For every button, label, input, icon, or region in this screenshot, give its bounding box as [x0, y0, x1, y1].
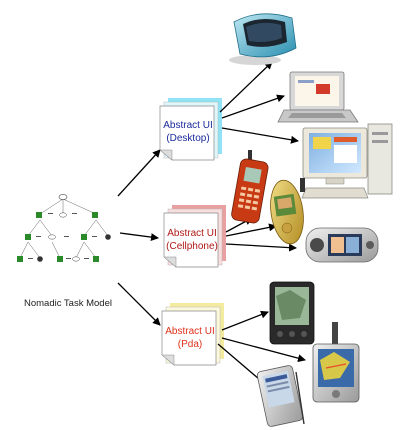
arrow-to-cellphone	[119, 232, 159, 242]
palm-pda-icon	[269, 281, 315, 345]
tree-edges	[19, 198, 109, 259]
task-node	[57, 256, 63, 262]
task-node	[59, 212, 67, 218]
task-node	[36, 212, 42, 218]
abstract-ui-subtitle: (Desktop)	[166, 133, 209, 144]
arrow-to-laptop	[221, 94, 285, 119]
doc-front-sheet	[163, 212, 219, 268]
doc-folded-corner	[159, 149, 173, 161]
task-node	[25, 234, 31, 240]
desktop-pc-icon	[300, 123, 393, 199]
task-node	[48, 234, 56, 240]
task-node	[81, 234, 87, 240]
arrow-to-palm	[221, 310, 269, 331]
gps-pda-icon	[312, 322, 360, 403]
task-model-caption: Nomadic Task Model	[24, 298, 112, 309]
doc-folded-corner	[161, 354, 175, 366]
arrow-to-gold-phone	[225, 223, 277, 237]
arrow-to-gps-pda	[221, 337, 306, 363]
task-node	[17, 256, 23, 262]
task-node	[92, 212, 98, 218]
arrow-to-pda	[117, 282, 161, 326]
pocket-pc-icon	[256, 365, 305, 427]
user-task-node	[37, 256, 43, 262]
cellphone-gold-icon	[270, 179, 304, 245]
task-node	[93, 256, 99, 262]
abstract-ui-desktop: Abstract UI (Desktop)	[159, 98, 222, 161]
root-task-node	[58, 194, 68, 200]
phone-wide-icon	[305, 227, 379, 263]
arrow-to-desktop	[117, 149, 161, 197]
tree-operators	[28, 213, 97, 259]
doc-front-sheet	[161, 310, 217, 366]
arrow-to-imac	[219, 61, 273, 113]
abstract-ui-title: Abstract UI	[165, 326, 214, 337]
doc-folded-corner	[163, 256, 177, 268]
abstract-ui-title: Abstract UI	[163, 120, 212, 131]
arrow-to-wide-phone	[225, 243, 297, 252]
task-model-tree	[17, 194, 111, 262]
task-node	[72, 256, 80, 262]
abstract-ui-subtitle: (Pda)	[178, 339, 202, 350]
abstract-ui-pda: Abstract UI (Pda)	[161, 303, 224, 366]
cellphone-red-icon	[231, 150, 269, 224]
device-arrows	[217, 61, 306, 386]
imac-icon	[229, 13, 297, 65]
abstract-ui-cellphone: Abstract UI (Cellphone)	[163, 205, 226, 268]
user-task-node	[105, 234, 111, 240]
abstract-ui-title: Abstract UI	[167, 228, 216, 239]
abstract-ui-subtitle: (Cellphone)	[166, 241, 218, 252]
model-arrows	[117, 149, 161, 326]
doc-front-sheet	[159, 105, 215, 161]
laptop-icon	[277, 71, 359, 123]
arrow-to-desktop-pc	[221, 127, 299, 144]
